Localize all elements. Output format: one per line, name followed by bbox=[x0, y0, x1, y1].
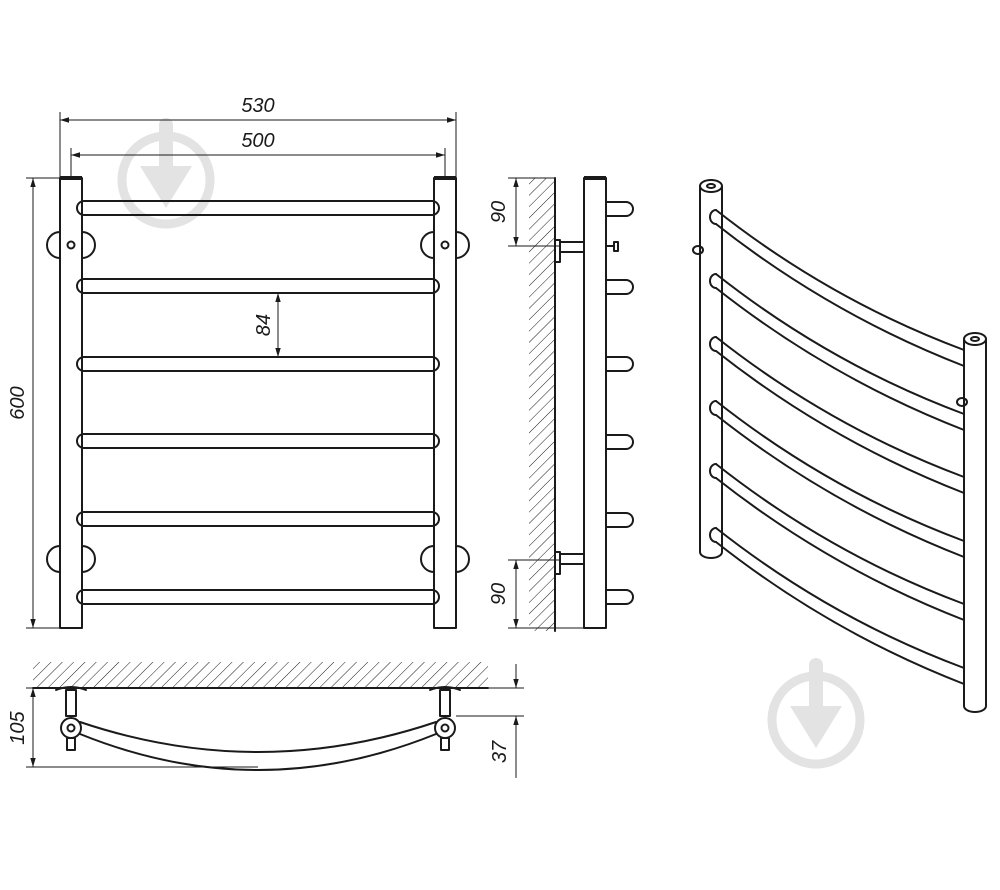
rung bbox=[76, 200, 440, 216]
front-dimensions bbox=[26, 112, 457, 629]
rung bbox=[76, 589, 440, 605]
left-post bbox=[59, 177, 83, 629]
watermark-top bbox=[117, 118, 215, 229]
right-post bbox=[433, 177, 457, 629]
rung bbox=[76, 278, 440, 294]
side-dimensions bbox=[508, 177, 584, 629]
rung bbox=[76, 433, 440, 449]
top-dimensions bbox=[26, 664, 524, 778]
watermark-bottom bbox=[767, 658, 865, 769]
top-view bbox=[32, 662, 489, 771]
dim-width-inner: 500 bbox=[241, 130, 274, 152]
side-view bbox=[529, 176, 634, 632]
dim-mount-bottom: 90 bbox=[488, 583, 510, 605]
side-post bbox=[583, 177, 607, 629]
isometric-view bbox=[692, 179, 987, 713]
dim-height: 600 bbox=[7, 386, 29, 419]
dim-bar-spacing: 84 bbox=[253, 314, 275, 336]
rung bbox=[76, 356, 440, 372]
dim-bend-depth: 37 bbox=[489, 740, 511, 763]
rung bbox=[76, 511, 440, 527]
dim-depth: 105 bbox=[7, 710, 29, 744]
front-view bbox=[46, 176, 470, 629]
dim-width-outer: 530 bbox=[241, 95, 274, 117]
dim-mount-top: 90 bbox=[488, 201, 510, 223]
